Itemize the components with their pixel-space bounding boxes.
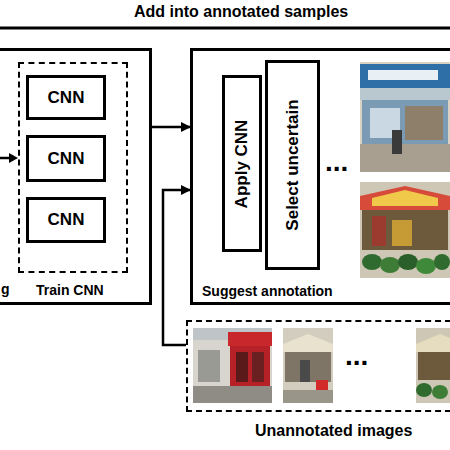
cnn-box: CNN (26, 197, 106, 243)
box-label: CNN (48, 88, 85, 108)
street-photo (360, 62, 450, 172)
stage-caption: Suggest annotation (202, 283, 333, 299)
flow-arrow (152, 126, 190, 129)
stage-box: CNN CNN CNN Train CNN (0, 48, 152, 305)
cropped-label: g (1, 281, 10, 297)
image-pool-box: Unannotated images (186, 320, 450, 412)
box-label: CNN (48, 149, 85, 169)
cnn-box: CNN (26, 135, 106, 182)
stage-box: Apply CNN Select uncertainSuggest annotat… (190, 48, 450, 305)
arrow-head (9, 153, 18, 163)
street-photo (360, 182, 450, 278)
ellipsis: ... (325, 146, 348, 178)
street-photo (193, 328, 272, 403)
box-label: Apply CNN (232, 119, 252, 208)
cnn-box: CNN (26, 75, 106, 120)
box-label: CNN (48, 210, 85, 230)
street-photo (283, 328, 333, 403)
stage-caption: Unannotated images (255, 422, 412, 440)
box-label: Select uncertain (283, 99, 303, 230)
feedback-line (0, 27, 450, 30)
flow-label: Add into annotated samples (130, 3, 352, 21)
stage-caption: Train CNN (36, 282, 104, 298)
process-box: Select uncertain (265, 60, 320, 270)
street-photo (416, 328, 450, 403)
ellipsis: ... (345, 340, 368, 372)
process-box: Apply CNN (222, 75, 262, 252)
